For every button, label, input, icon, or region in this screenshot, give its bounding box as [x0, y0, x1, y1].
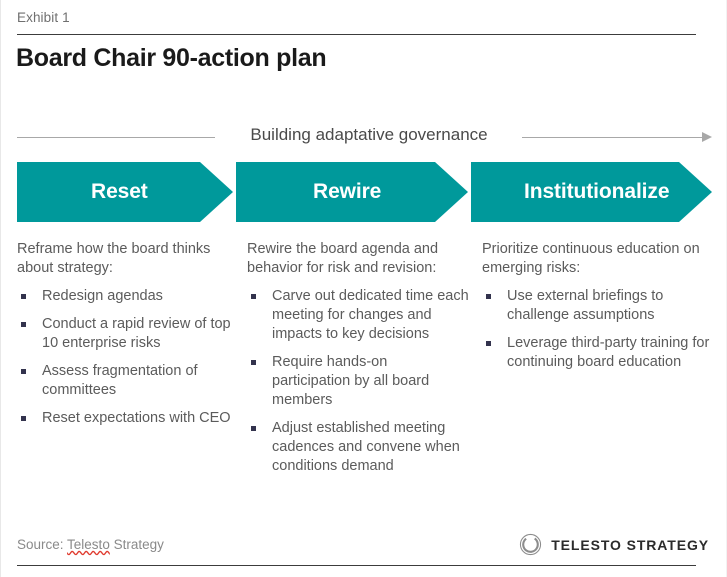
list-item-label: Redesign agendas [42, 288, 163, 304]
list-item: Conduct a rapid review of top 10 enterpr… [17, 315, 233, 353]
list-item: Carve out dedicated time each meeting fo… [247, 287, 469, 344]
list-item: Assess fragmentation of committees [17, 362, 233, 400]
phase-intro: Prioritize continuous education on emerg… [482, 241, 700, 276]
phase-chevron-label: Reset [91, 180, 148, 203]
band-line-left [17, 137, 215, 138]
exhibit-label: Exhibit 1 [17, 10, 70, 25]
phase-detail-columns: Reframe how the board thinks about strat… [1, 240, 726, 515]
phase-chevron-reset[interactable]: Reset [17, 162, 233, 222]
list-item-label: Reset expectations with CEO [42, 410, 231, 426]
phase-column-rewire: Rewire the board agenda and behavior for… [247, 240, 469, 485]
square-bullet-icon [21, 322, 26, 327]
brand-logo: TELESTO STRATEGY [519, 533, 709, 556]
list-item: Require hands-on participation by all bo… [247, 353, 469, 410]
square-bullet-icon [21, 294, 26, 299]
list-item-label: Require hands-on participation by all bo… [272, 354, 430, 408]
ring-circle-icon [520, 533, 542, 556]
band-line-right [522, 137, 703, 138]
list-item: Use external briefings to challenge assu… [482, 287, 710, 325]
brand-logo-text: TELESTO STRATEGY [551, 536, 709, 553]
list-item-label: Assess fragmentation of committees [42, 363, 198, 398]
phase-chevron-label: Institutionalize [524, 180, 670, 203]
phase-chevron-rewire[interactable]: Rewire [236, 162, 468, 222]
footer-divider [17, 565, 696, 566]
source-note: Source: Telesto Strategy [17, 537, 164, 552]
square-bullet-icon [21, 369, 26, 374]
phase-column-reset: Reframe how the board thinks about strat… [17, 240, 233, 437]
list-item-label: Adjust established meeting cadences and … [272, 420, 460, 474]
square-bullet-icon [251, 360, 256, 365]
phase-intro: Rewire the board agenda and behavior for… [247, 241, 439, 276]
phase-chevron-label: Rewire [313, 180, 382, 203]
phase-intro: Reframe how the board thinks about strat… [17, 241, 211, 276]
square-bullet-icon [251, 426, 256, 431]
list-item-label: Leverage third-party training for contin… [507, 335, 710, 370]
phase-bullet-list: Redesign agendas Conduct a rapid review … [17, 287, 233, 428]
list-item: Redesign agendas [17, 287, 233, 306]
header-divider [17, 34, 696, 35]
list-item: Adjust established meeting cadences and … [247, 419, 469, 476]
square-bullet-icon [21, 416, 26, 421]
list-item: Leverage third-party training for contin… [482, 334, 710, 372]
phase-chevron-row: Reset Rewire Institutionalize [17, 162, 712, 222]
source-suffix: Strategy [109, 537, 164, 552]
arrow-right-icon [702, 132, 712, 142]
list-item: Reset expectations with CEO [17, 409, 233, 428]
phase-bullet-list: Use external briefings to challenge assu… [482, 287, 710, 372]
phase-chevron-institutionalize[interactable]: Institutionalize [471, 162, 712, 222]
square-bullet-icon [486, 341, 491, 346]
overarching-arrow-band: Building adaptative governance [17, 125, 712, 150]
list-item-label: Conduct a rapid review of top 10 enterpr… [42, 316, 231, 351]
square-bullet-icon [251, 294, 256, 299]
list-item-label: Carve out dedicated time each meeting fo… [272, 288, 469, 342]
page-title: Board Chair 90-action plan [16, 44, 327, 72]
source-prefix: Source: [17, 537, 68, 552]
source-misspelled-word: Telesto [67, 537, 110, 552]
phase-bullet-list: Carve out dedicated time each meeting fo… [247, 287, 469, 476]
phase-column-institutionalize: Prioritize continuous education on emerg… [482, 240, 710, 381]
list-item-label: Use external briefings to challenge assu… [507, 288, 664, 323]
band-label: Building adaptative governance [250, 125, 488, 144]
square-bullet-icon [486, 294, 491, 299]
